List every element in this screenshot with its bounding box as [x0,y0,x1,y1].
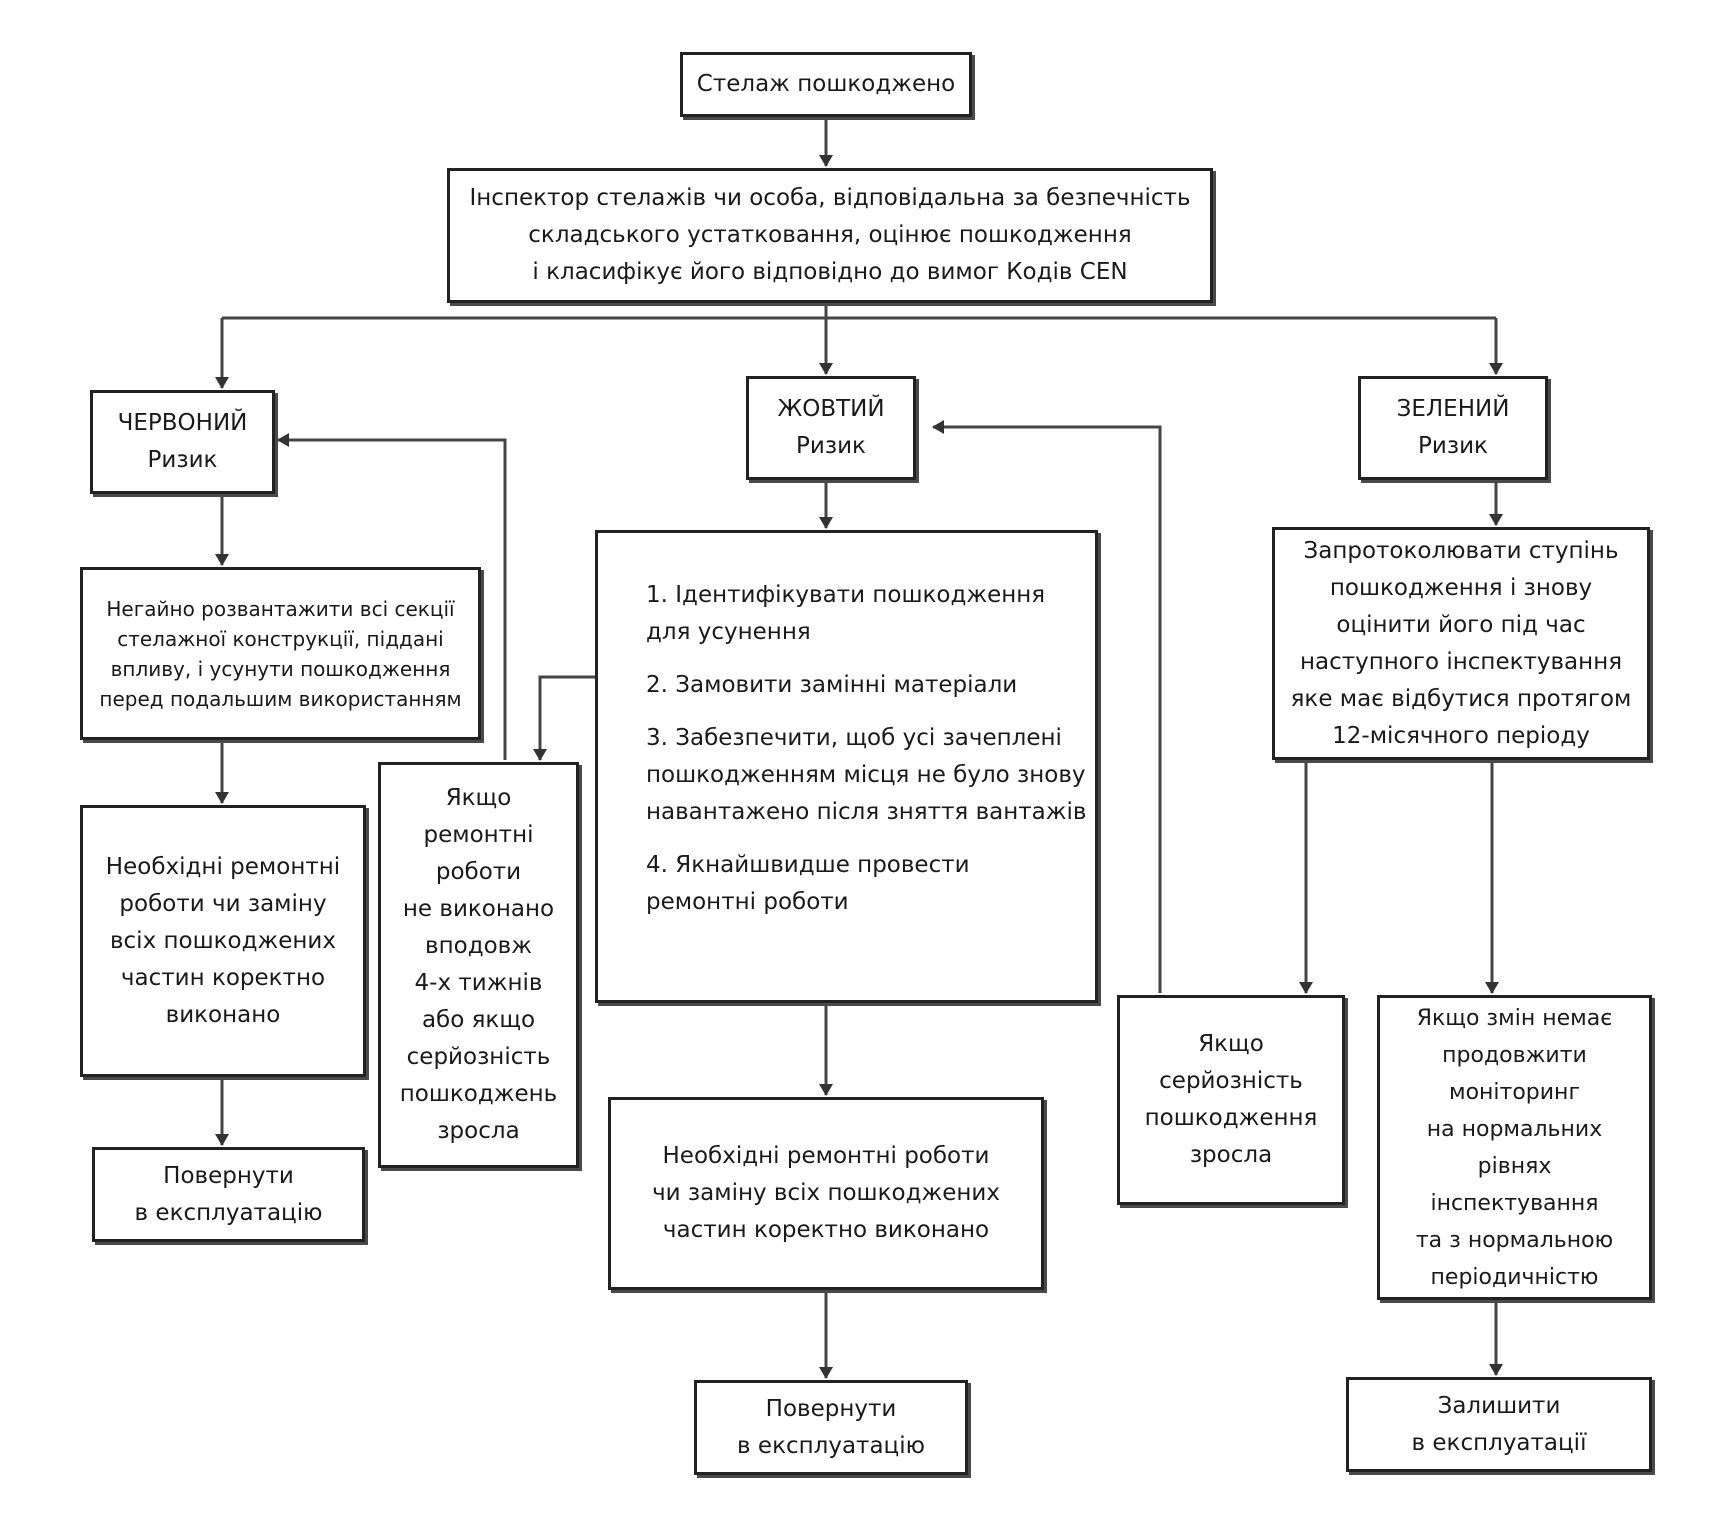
node-red-action: Негайно розвантажити всі секції стелажної… [80,567,481,740]
node-text-line: Стелаж пошкоджено [696,71,956,97]
node-red-risk: ЧЕРВОНИЙ Ризик [90,390,275,494]
node-inspect: Інспектор стелажів чи особа, відповідаль… [447,168,1213,303]
node-text-line: та з нормальною [1415,1227,1614,1253]
node-text-line: ЗЕЛЕНИЙ [1396,396,1510,422]
action-step: 4. Якнайшвидше провести ремонтні роботи [646,847,970,921]
node-text-line: періодичністю [1430,1264,1599,1290]
node-text-line: перед подальшим використанням [99,686,462,711]
node-text-line: і класифікує його відповідно до вимог Ко… [532,259,1128,285]
node-text-line: Повернути [163,1162,294,1189]
node-text-line: яке має відбутися протягом [1290,685,1632,712]
arrow-yellow-escalate [533,675,595,761]
arrow-green-escalate-yellow [932,420,1162,993]
action-step-line: 2. Замовити замінні матеріали [646,672,1018,698]
node-text-line: інспектування [1430,1190,1599,1216]
node-green-escalate: Якщо серйозність пошкодження зросла [1117,995,1345,1205]
node-text-line: Негайно розвантажити всі секції [106,596,455,621]
node-text-line: частин коректно [120,964,326,991]
node-text-line: зросла [1189,1142,1273,1168]
node-yellow-actions: 1. Ідентифікувати пошкодження для усуненн… [595,530,1098,1003]
node-text-line: Ризик [1418,433,1488,459]
node-text-line: оцінити його під час [1336,611,1586,638]
action-step-line: навантажено після зняття вантажів [646,799,1087,825]
action-step-line: для усунення [646,619,811,645]
node-text-line: 12-місячного періоду [1332,722,1590,749]
node-green-risk: ЗЕЛЕНИЙ Ризик [1358,376,1548,480]
node-text-line: моніторинг [1448,1079,1581,1105]
node-text-line: ЖОВТИЙ [777,396,885,422]
arrow-escalate-red [277,433,507,760]
node-text-line: зросла [437,1118,520,1144]
node-text-line: Повернути [765,1395,897,1422]
node-text-line: Якщо [445,785,512,811]
node-yellow-escalate: Якщо ремонтні роботи не виконано вподовж 4-х … [378,762,579,1168]
action-step: 1. Ідентифікувати пошкодження для усуненн… [646,577,1045,651]
node-text-line: вподовж [425,933,532,959]
node-red-return: Повернути в експлуатацію [92,1147,365,1242]
node-text-line: наступного інспектування [1299,648,1623,675]
node-text-line: впливу, і усунути пошкодження [110,656,451,681]
action-step-line: пошкодженням місця не було знову [646,762,1086,788]
node-text-line: виконано [165,1001,281,1028]
node-text-line: чи заміну всіх пошкоджених [652,1180,1000,1206]
action-step-line: 3. Забезпечити, щоб усі зачеплені [646,725,1062,751]
node-yellow-risk: ЖОВТИЙ Ризик [746,376,916,480]
node-text-line: Інспектор стелажів чи особа, відповідаль… [469,185,1191,211]
node-text-line: роботи чи заміну [119,890,327,917]
node-text-line: пошкодження [1144,1105,1318,1131]
node-text-line: пошкоджень [399,1081,558,1107]
node-text-line: серйозність [1159,1068,1303,1094]
node-green-action: Запротоколювати ступінь пошкодження і зно… [1272,527,1650,760]
node-text-line: на нормальних [1426,1116,1603,1142]
node-red-repair: Необхідні ремонтні роботи чи заміну всіх п… [80,805,366,1077]
node-text-line: Залишити [1437,1392,1561,1419]
node-text-line: рівнях [1477,1153,1552,1179]
action-step-line: 1. Ідентифікувати пошкодження [646,582,1046,608]
node-text-line: частин коректно виконано [662,1217,990,1243]
node-text-line: продовжити [1442,1042,1587,1068]
node-text-line: серйозність [406,1044,551,1070]
node-text-line: не виконано [402,896,555,922]
node-text-line: або якщо [421,1007,536,1033]
node-text-line: в експлуатації [1411,1429,1587,1456]
node-text-line: Необхідні ремонтні [105,853,341,880]
node-start: Стелаж пошкоджено [680,52,972,117]
node-text-line: 4-х тижнів [414,970,543,996]
node-text-line: ремонтні [423,822,534,848]
action-step-line: 4. Якнайшвидше провести [646,852,970,878]
node-green-keep: Залишити в експлуатації [1346,1377,1652,1472]
node-text-line: стелажної конструкції, піддані [117,626,444,651]
action-step-line: ремонтні роботи [646,889,849,915]
node-text-line: складського устатковання, оцінює пошкодж… [528,222,1132,248]
node-text-line: пошкодження і знову [1329,574,1593,601]
node-text-line: Ризик [796,433,866,459]
node-text-line: в експлуатацію [737,1432,925,1459]
action-step: 2. Замовити замінні матеріали [646,667,1017,704]
node-text-line: Ризик [147,447,218,473]
node-text-line: в експлуатацію [134,1199,323,1226]
action-step: 3. Забезпечити, щоб усі зачеплені пошкодж… [646,720,1086,831]
node-yellow-return: Повернути в експлуатацію [694,1380,968,1475]
node-green-monitor: Якщо змін немає продовжити моніторинг на но… [1377,995,1652,1300]
node-text-line: роботи [435,859,522,885]
node-text-line: всіх пошкоджених [109,927,336,954]
node-text-line: Запротоколювати ступінь [1303,537,1619,564]
node-text-line: ЧЕРВОНИЙ [117,410,248,436]
node-text-line: Якщо змін немає [1416,1005,1613,1031]
node-text-line: Якщо [1198,1031,1264,1057]
node-yellow-repair: Необхідні ремонтні роботи чи заміну всіх … [608,1097,1044,1290]
node-text-line: Необхідні ремонтні роботи [662,1143,990,1169]
